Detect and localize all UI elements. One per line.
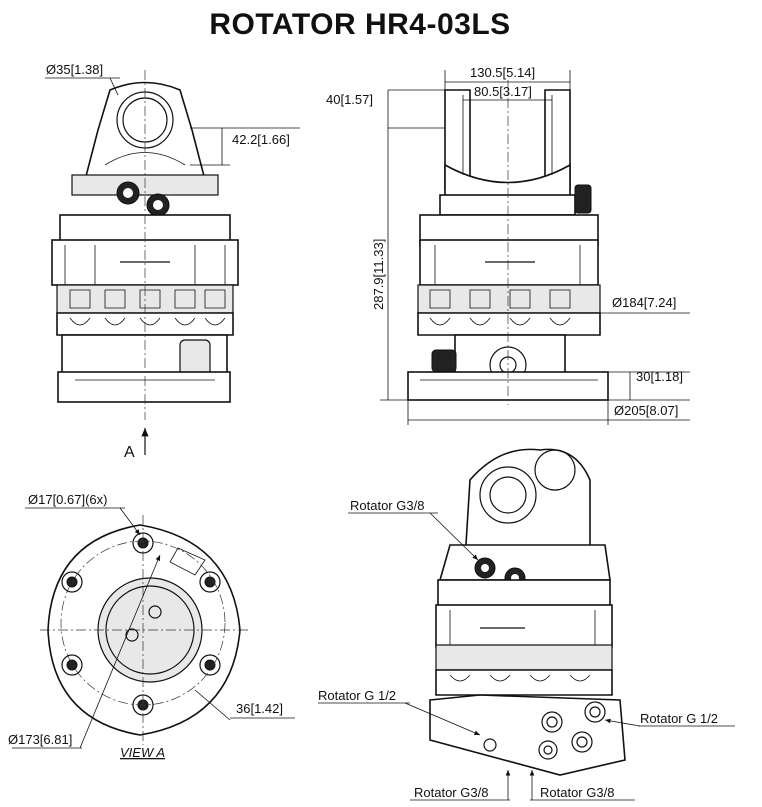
dim-bolt-circle: Ø173[6.81]: [8, 732, 72, 747]
port-label-right: Rotator G 1/2: [640, 711, 718, 726]
dim-base-diameter: Ø205[8.07]: [614, 403, 678, 418]
view-a-title: VIEW A: [120, 745, 165, 760]
port-label-left: Rotator G 1/2: [318, 688, 396, 703]
dim-inner-width: 80.5[3.17]: [474, 84, 532, 99]
dim-top-offset: 40[1.57]: [326, 92, 373, 107]
port-label-bottom-left: Rotator G3/8: [414, 785, 488, 800]
dim-housing-diameter: Ø184[7.24]: [612, 295, 676, 310]
dim-center-offset: 36[1.42]: [236, 701, 283, 716]
isometric-view: [318, 448, 735, 801]
port-label-bottom-right: Rotator G3/8: [540, 785, 614, 800]
front-view: [51, 70, 239, 455]
dim-pin-height: 42.2[1.66]: [232, 132, 290, 147]
dim-base-height: 30[1.18]: [636, 369, 683, 384]
side-view-dimensions: [380, 70, 690, 425]
view-marker-a: A: [124, 444, 135, 461]
front-view-dimensions: [45, 77, 300, 166]
side-view: [407, 80, 609, 405]
dim-hole-diameter: Ø17[0.67](6x): [28, 492, 108, 507]
dim-pin-diameter: Ø35[1.38]: [46, 62, 103, 77]
port-label-top: Rotator G3/8: [350, 498, 424, 513]
view-a-drawing: [12, 507, 295, 749]
dim-total-height: 287.9[11.33]: [371, 239, 386, 310]
dim-outer-width: 130.5[5.14]: [470, 65, 535, 80]
drawing-title: ROTATOR HR4-03LS: [209, 8, 511, 41]
